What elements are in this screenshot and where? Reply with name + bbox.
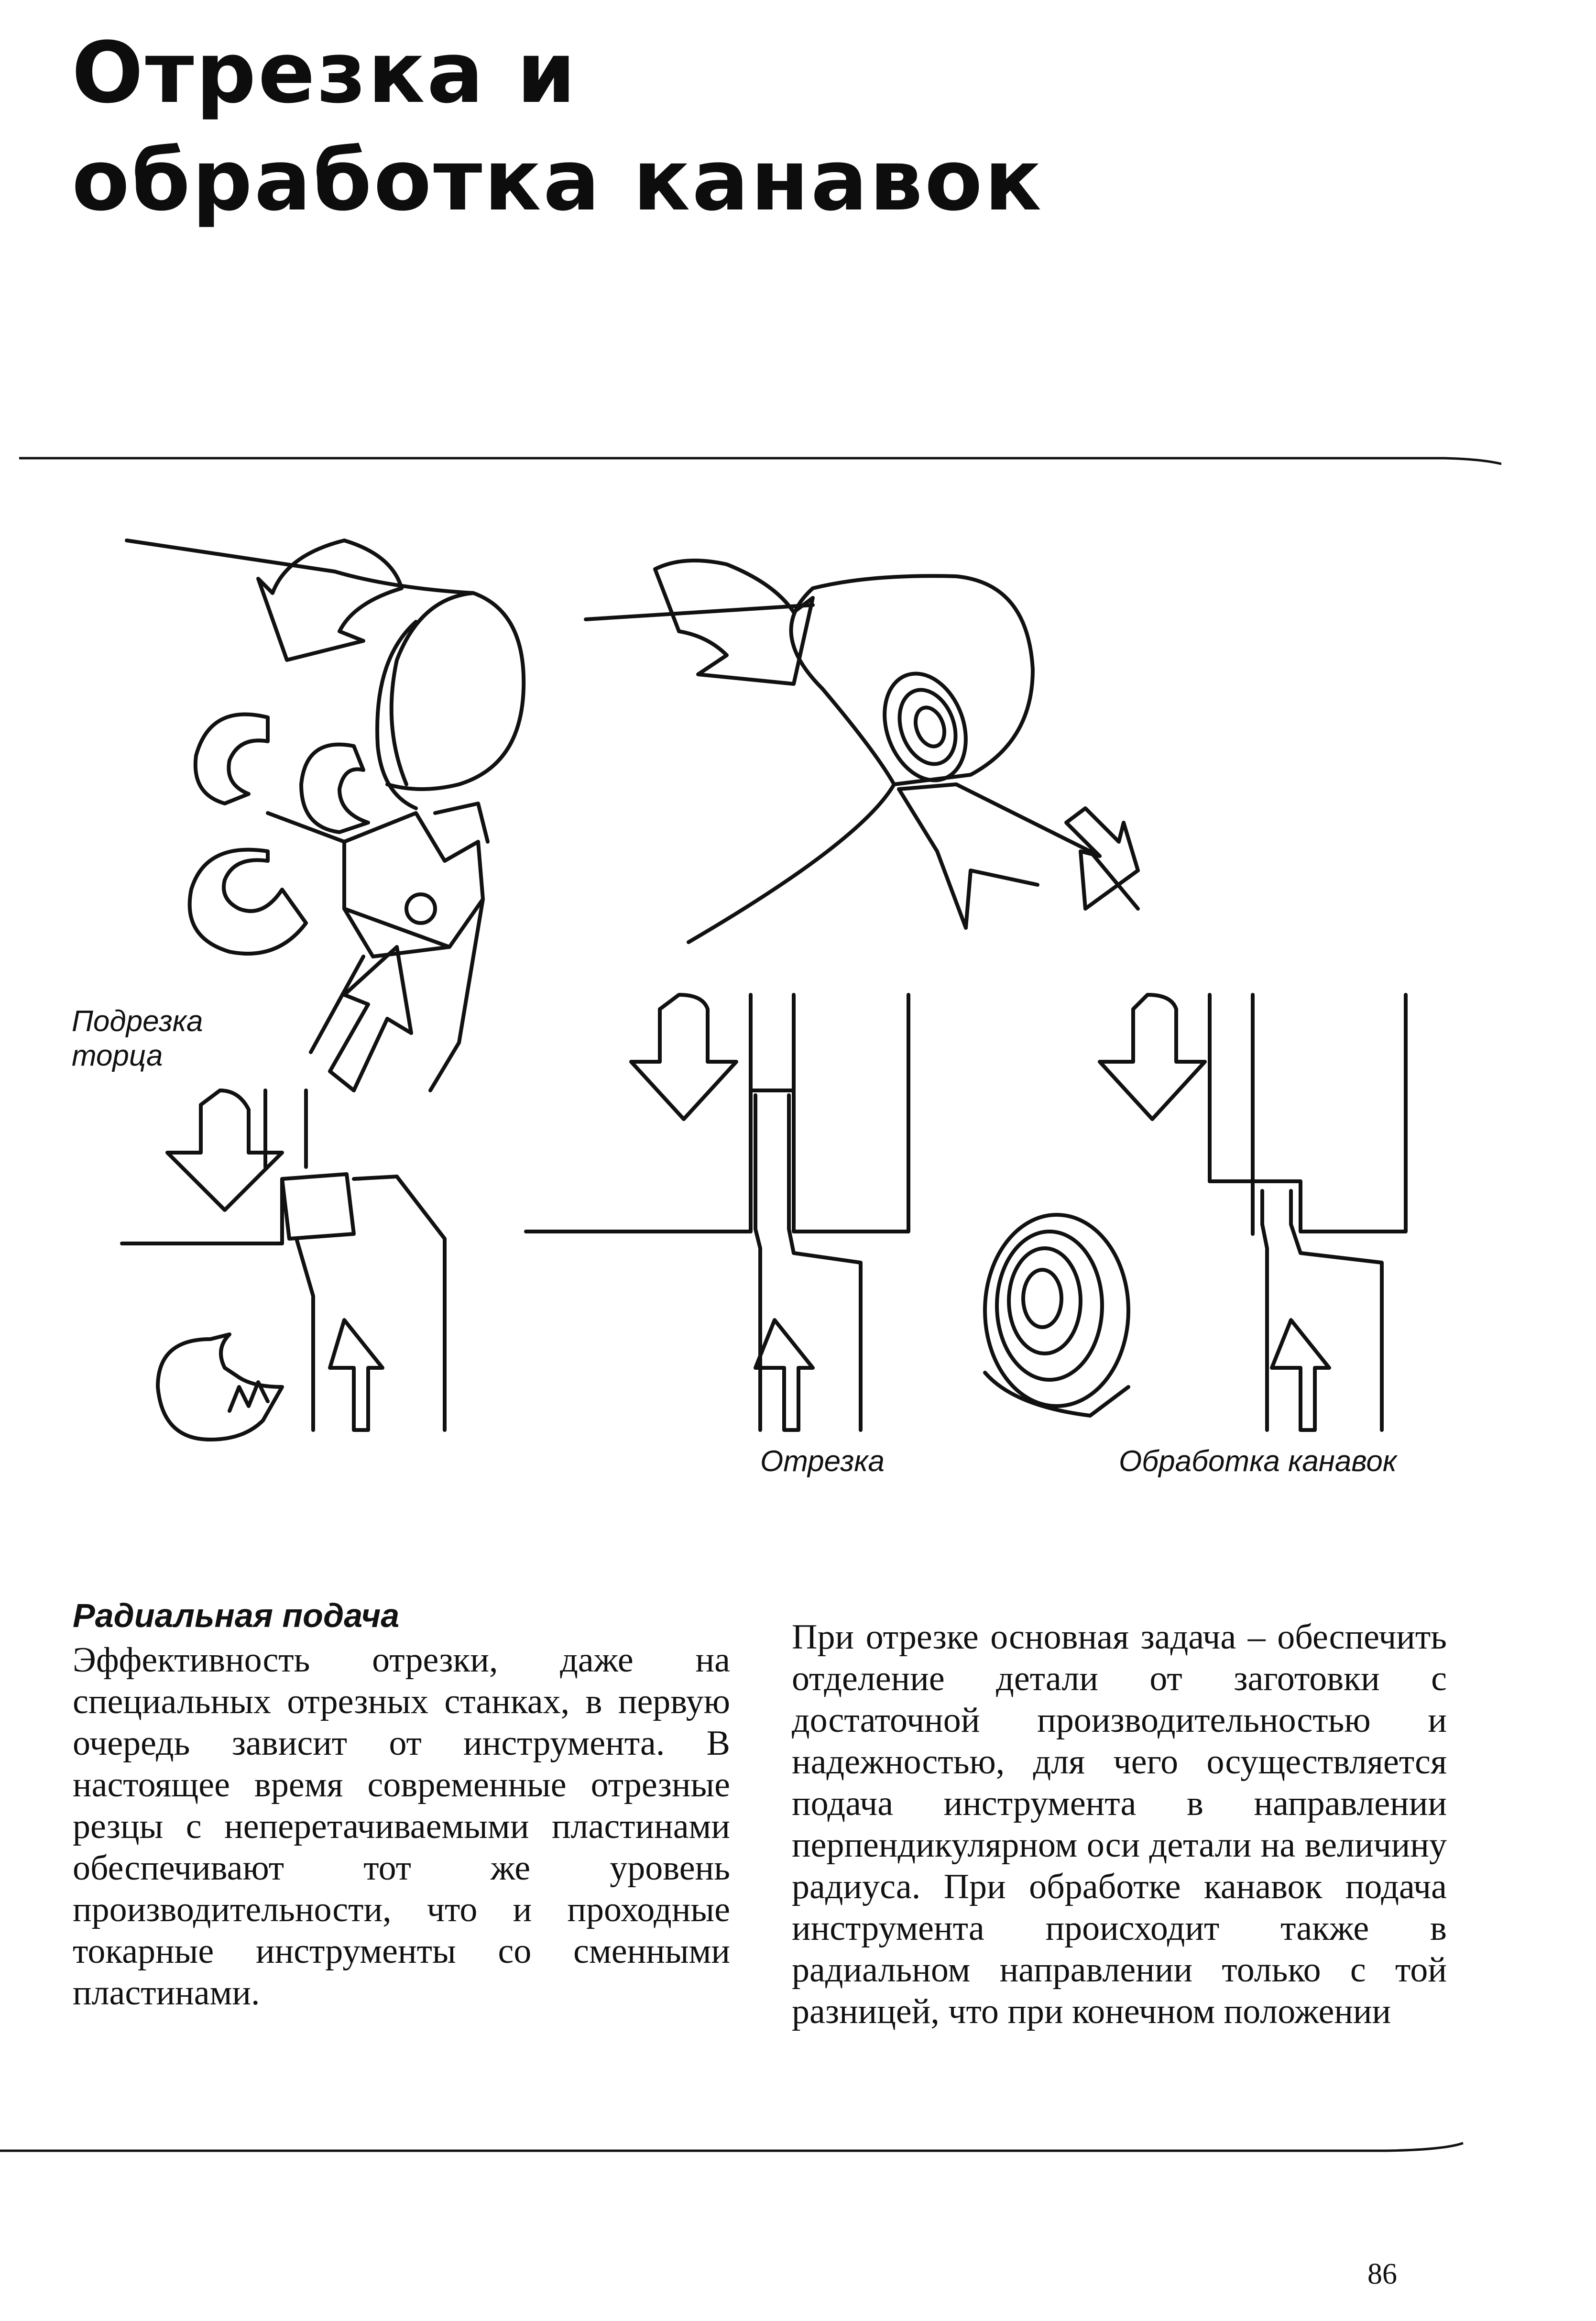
caption-facing-line-1: Подрезка (72, 1005, 203, 1038)
caption-parting: Отрезка (760, 1445, 885, 1478)
machining-illustration (120, 539, 1408, 1441)
left-column: Эффективность отрезки, даже на специальн… (73, 1639, 730, 2014)
title-line-1: Отрезка и (72, 24, 578, 122)
caption-facing: Подрезка торца (72, 1004, 203, 1073)
right-column: При отрезке основная задача – обеспечить… (792, 1617, 1447, 2033)
section-heading: Радиальная подача (73, 1597, 400, 1634)
right-paragraph: При отрезке основная задача – обеспечить… (792, 1617, 1447, 2031)
page-number: 86 (1367, 2258, 1397, 2290)
top-divider (19, 457, 1501, 465)
page-title: Отрезка и обработка канавок (72, 19, 1219, 234)
facing-section-view (120, 1089, 447, 1441)
parting-3d-view (584, 559, 1140, 944)
caption-grooving: Обработка канавок (1119, 1445, 1397, 1478)
bottom-divider (0, 2142, 1464, 2152)
title-line-2: обработка канавок (72, 132, 1044, 230)
left-paragraph: Эффективность отрезки, даже на специальн… (73, 1640, 730, 2013)
facing-3d-view (125, 539, 526, 1092)
parting-section-view (524, 993, 910, 1432)
caption-facing-line-2: торца (72, 1039, 163, 1072)
grooving-section-view (983, 993, 1408, 1432)
